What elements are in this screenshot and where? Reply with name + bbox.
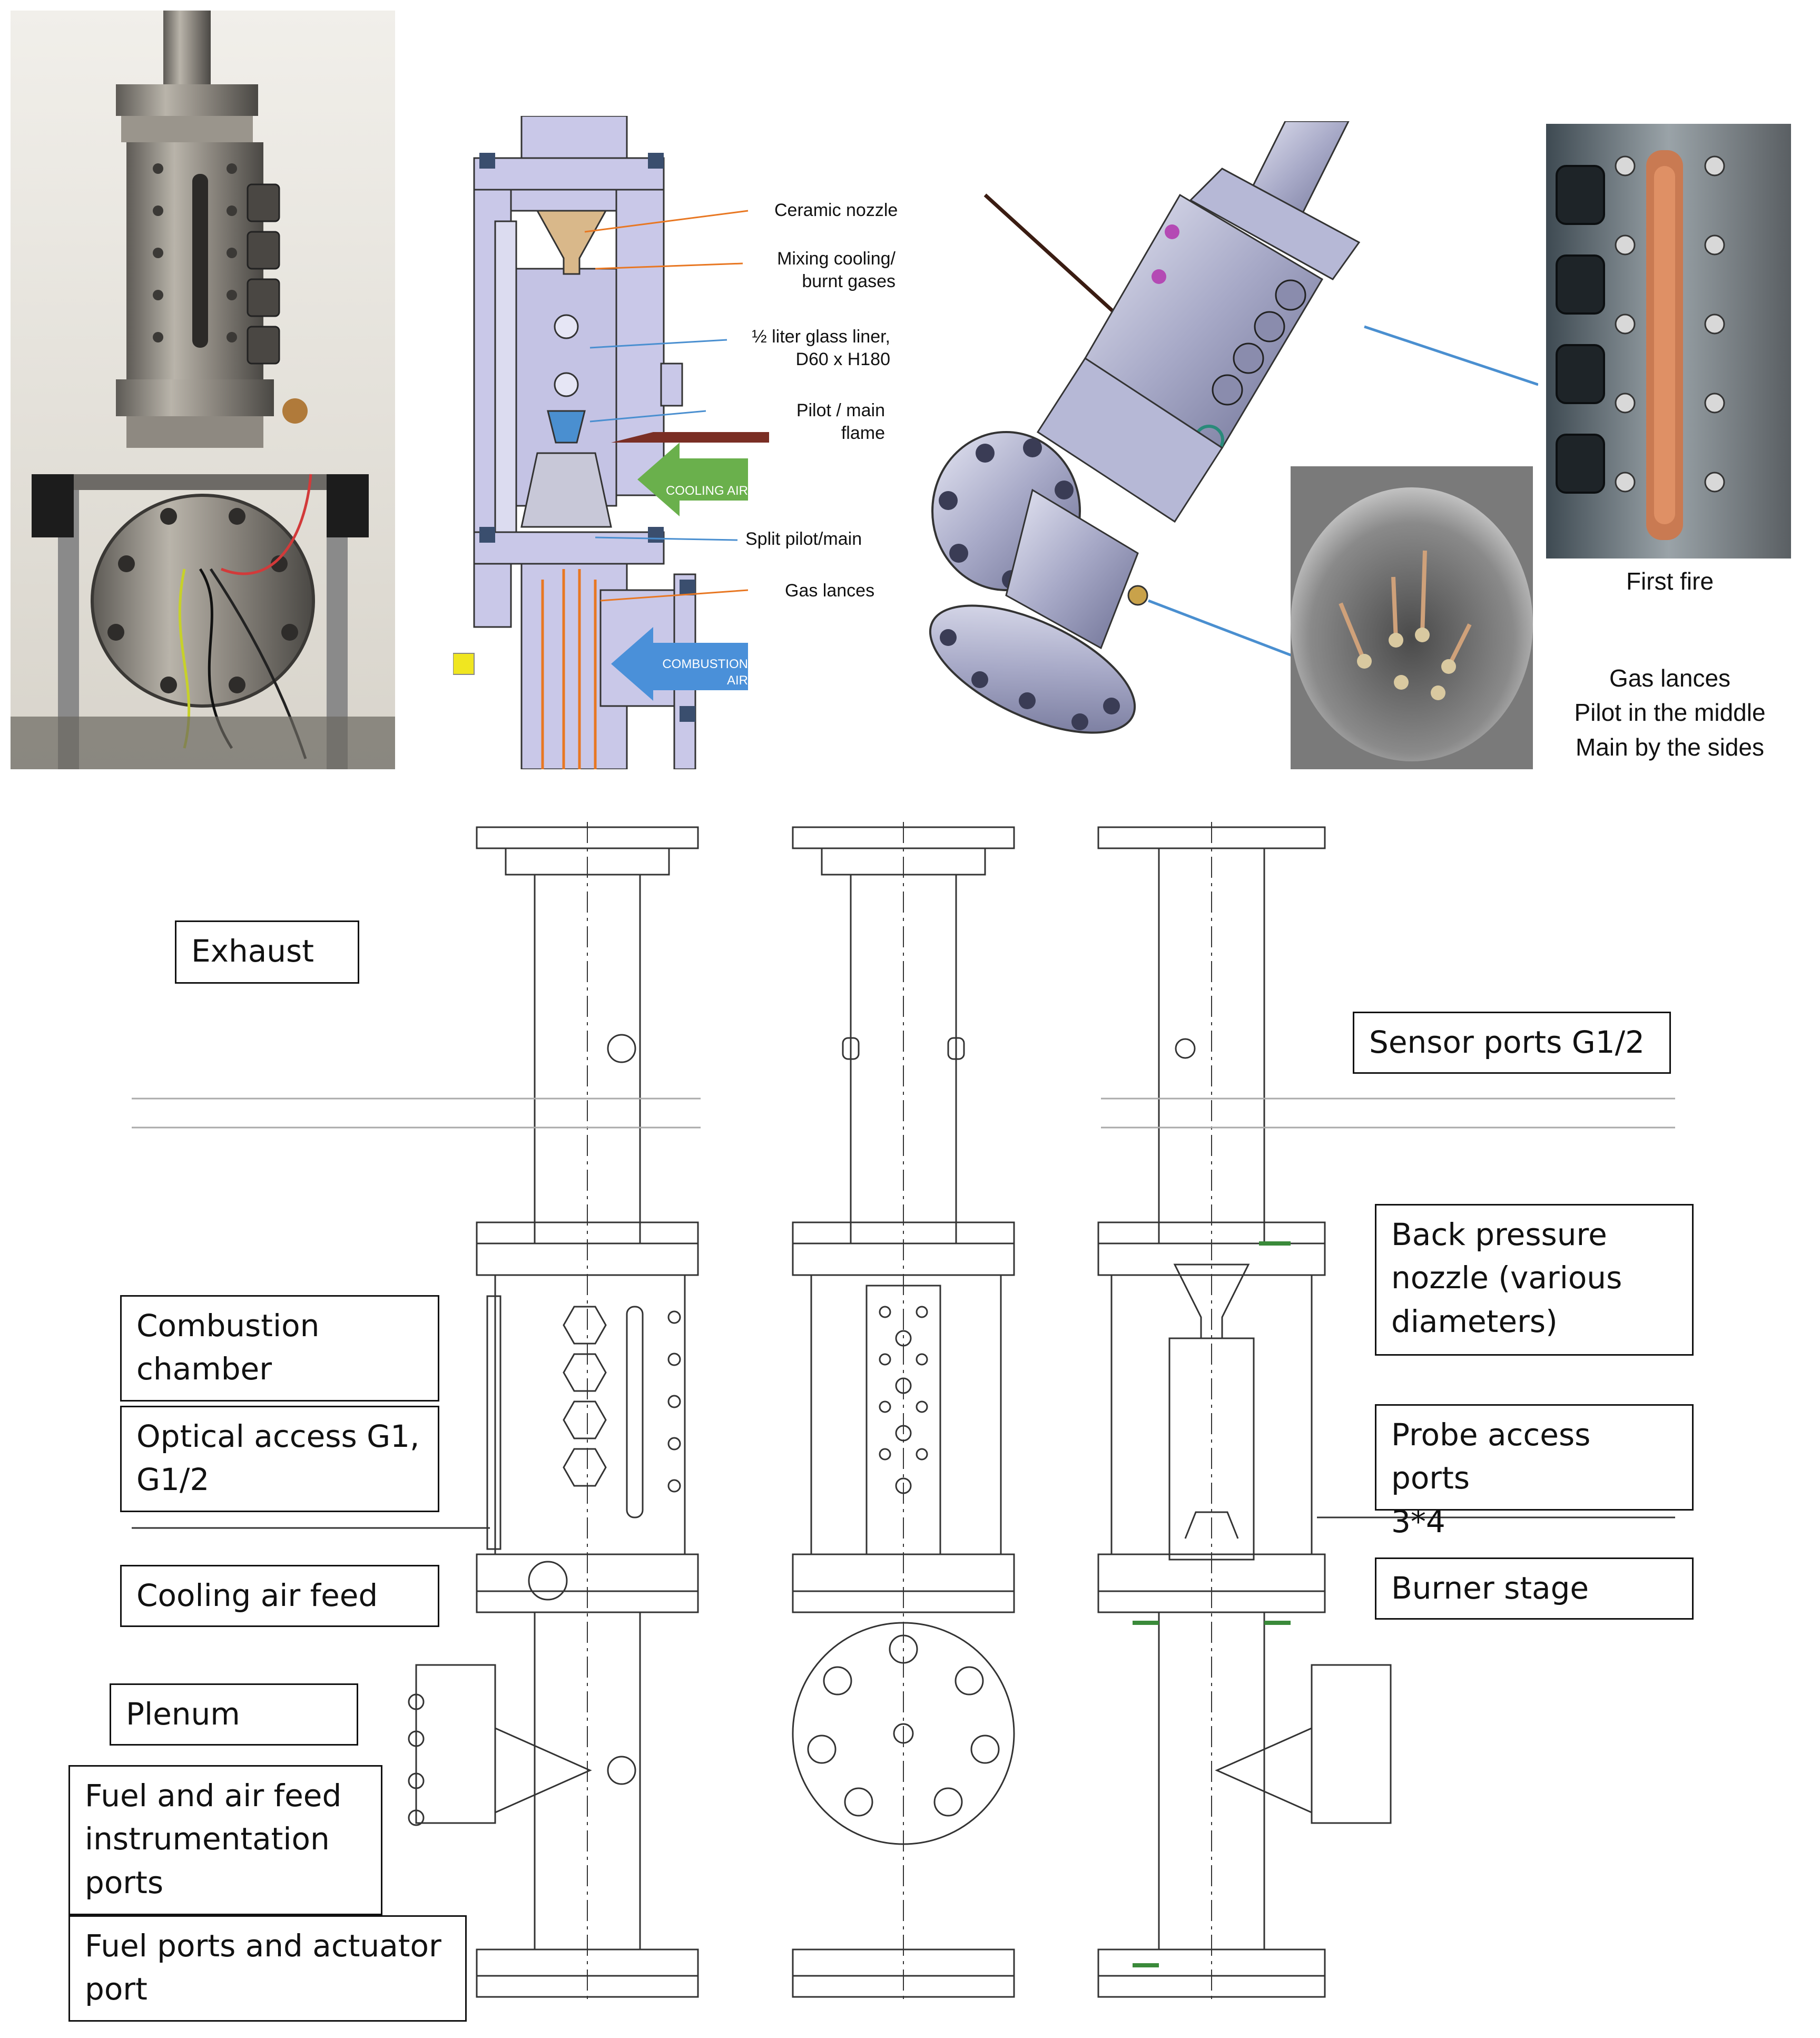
label-back-pressure: Back pressure nozzle (various diameters) <box>1375 1204 1694 1356</box>
label-ceramic-nozzle: Ceramic nozzle <box>774 200 898 220</box>
gas-lances-photo <box>1291 466 1533 769</box>
label-sensor-ports: Sensor ports G1/2 <box>1353 1012 1671 1074</box>
section-view <box>453 116 790 769</box>
label-pilot-main-flame: Pilot / main flame <box>796 400 885 443</box>
label-split-pilot-main: Split pilot/main <box>745 529 862 549</box>
label-exhaust: Exhaust <box>175 920 359 984</box>
label-cooling-air: COOLING AIR <box>665 484 748 498</box>
label-gas-lances: Gas lances <box>785 581 875 601</box>
front-view <box>792 822 1015 2002</box>
label-cooling-air-feed: Cooling air feed <box>120 1565 439 1627</box>
first-fire-photo <box>1546 124 1791 559</box>
label-combustion-chamber: Combustion chamber <box>120 1295 439 1402</box>
label-fuel-air-feed: Fuel and air feed instrumentation ports <box>68 1765 382 1915</box>
label-optical-access: Optical access G1, G1/2 <box>120 1406 439 1512</box>
label-plenum: Plenum <box>110 1683 358 1746</box>
label-burner-stage: Burner stage <box>1375 1557 1694 1620</box>
label-mixing: Mixing cooling/ burnt gases <box>777 249 896 291</box>
label-glass-liner: ½ liter glass liner, D60 x H180 <box>752 327 890 369</box>
cad-render <box>927 121 1538 769</box>
section-drawing <box>1097 822 1675 2002</box>
caption-first-fire: First fire <box>1626 567 1714 595</box>
rig-photo <box>11 11 395 769</box>
label-fuel-ports-actuator: Fuel ports and actuator port <box>68 1915 467 2022</box>
label-probe-access: Probe access ports 3*4 <box>1375 1404 1694 1540</box>
label-combustion-air: COMBUSTION AIR <box>662 657 748 688</box>
side-view <box>132 822 699 2002</box>
caption-gas-lances-note: Gas lances Pilot in the middle Main by t… <box>1574 664 1766 761</box>
technical-drawings <box>0 811 1820 2038</box>
